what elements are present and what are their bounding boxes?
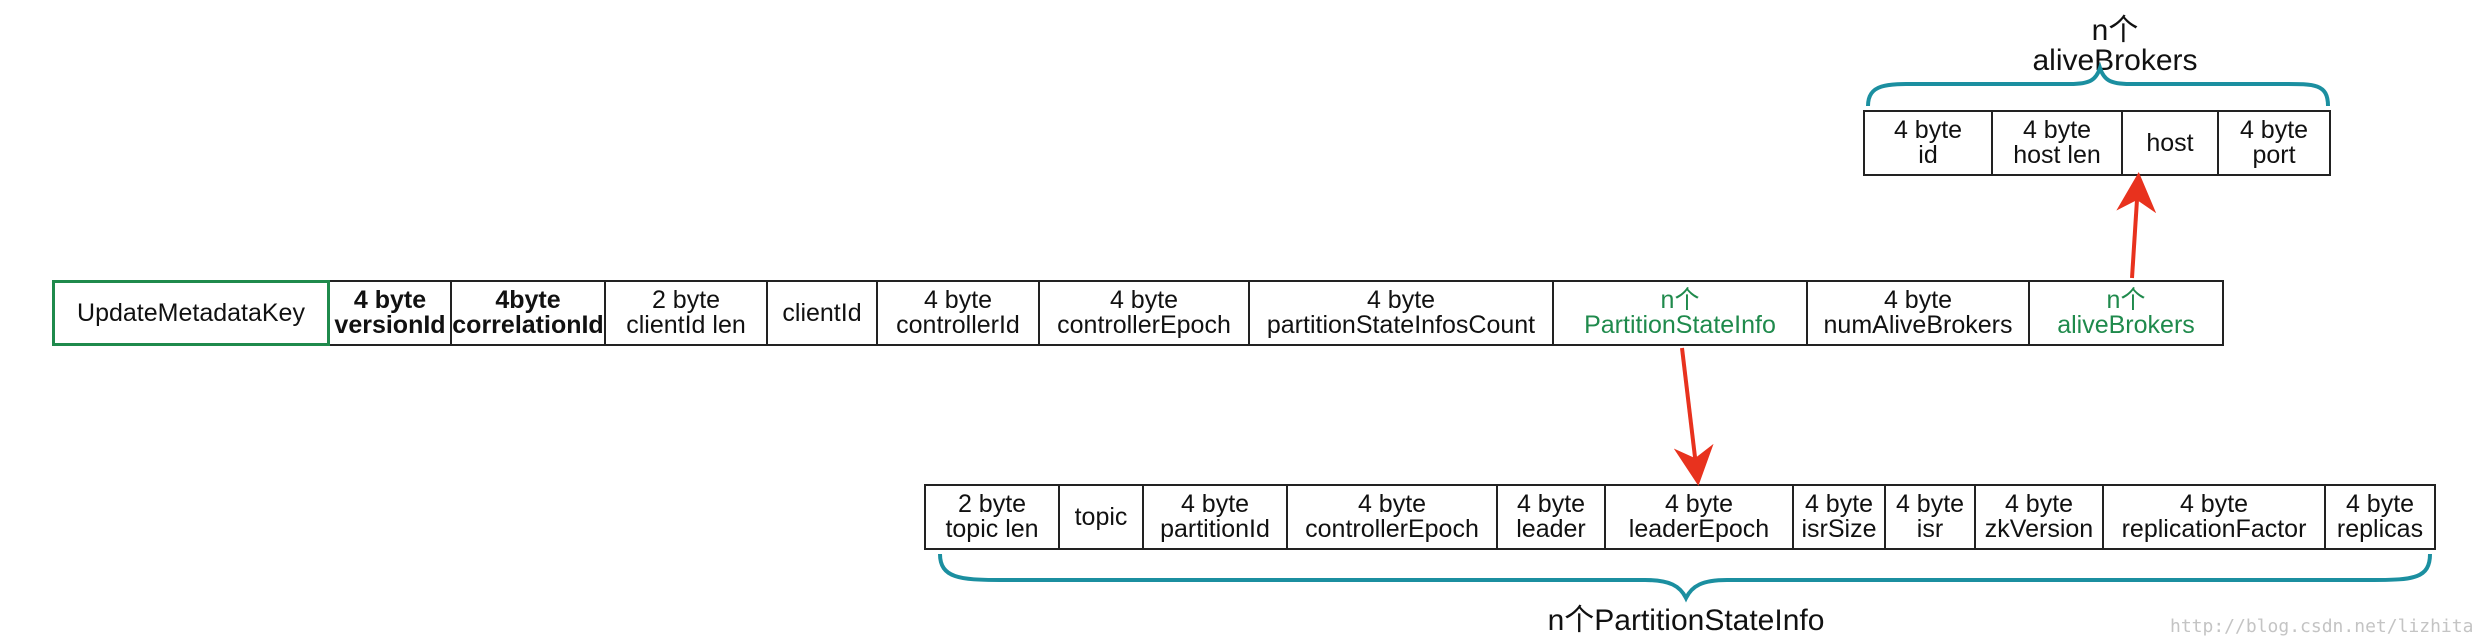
- brokers-brace-label: n个 aliveBrokers: [1990, 16, 2240, 76]
- partition-brace-label: n个PartitionStateInfo: [1547, 604, 1825, 637]
- update-metadata-key: UpdateMetadataKey: [52, 280, 330, 346]
- partition-state-info-arrow: [1673, 347, 1714, 486]
- brokers-curly-brace: [1866, 61, 2330, 107]
- field-client-id: clientId: [766, 280, 878, 346]
- broker-field-host: host: [2121, 110, 2219, 176]
- alive-brokers-arrow: [2116, 172, 2157, 279]
- partition-curly-brace: [938, 553, 2432, 603]
- brokers-brace-label-line2: aliveBrokers: [2032, 44, 2198, 77]
- brokers-brace-label-line1: n个: [2091, 14, 2139, 47]
- watermark: http://blog.csdn.net/lizhitao: [2170, 616, 2472, 637]
